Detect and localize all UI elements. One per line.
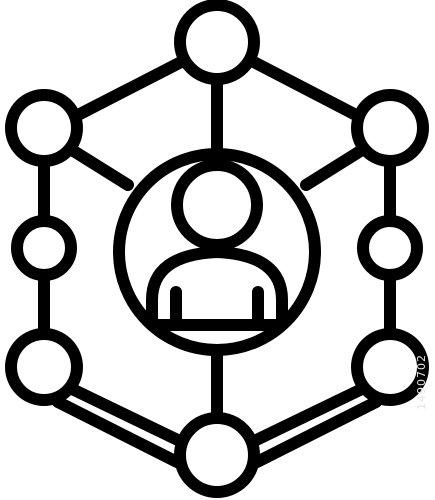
- node-middle-left: [11, 215, 77, 281]
- node-bottom: [174, 412, 260, 498]
- node-lower-left: [5, 328, 83, 406]
- node-upper-left: [5, 89, 83, 167]
- center-user-node: [113, 148, 321, 356]
- node-upper-right: [351, 89, 429, 167]
- connector-upper-right-ring: [300, 144, 368, 191]
- node-lower-right: [351, 328, 429, 406]
- user-body-icon: [146, 246, 288, 331]
- network-nodes: [5, 0, 429, 498]
- connector-lower-left-bottom: [52, 382, 192, 468]
- connector-lower-right-bottom: [242, 382, 382, 468]
- node-top: [174, 0, 260, 85]
- connector-top-left: [72, 54, 191, 121]
- user-head-icon: [171, 159, 263, 251]
- connector-lines: [38, 54, 396, 424]
- node-middle-right: [357, 215, 423, 281]
- connector-upper-left-ring: [66, 144, 134, 191]
- watermark-id: 1490702: [415, 354, 428, 410]
- connector-top-right: [244, 54, 362, 121]
